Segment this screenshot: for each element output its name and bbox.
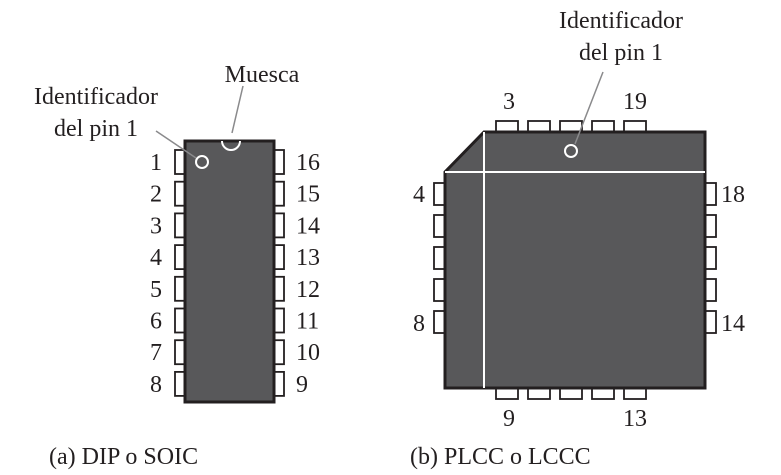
plcc-left-bottom-number: 8 — [413, 311, 425, 337]
plcc-pin-bottom — [591, 387, 615, 400]
dip-pin-number-5: 5 — [150, 277, 162, 303]
dip-pin-number-3: 3 — [150, 213, 162, 239]
plcc-pin-right — [704, 182, 717, 206]
dip-pin-number-4: 4 — [150, 245, 162, 271]
plcc-pin1-label-line2: del pin 1 — [579, 40, 663, 66]
plcc-left-top-number: 4 — [413, 182, 425, 208]
dip-pin-number-16: 16 — [296, 150, 320, 176]
plcc-pin-right — [704, 246, 717, 270]
dip-pin-number-12: 12 — [296, 277, 320, 303]
dip-pin-number-13: 13 — [296, 245, 320, 271]
plcc-pin1-label-line1: Identificador — [559, 8, 683, 34]
plcc-pin-bottom — [559, 387, 583, 400]
plcc-body — [443, 130, 707, 390]
dip-pin-number-10: 10 — [296, 340, 320, 366]
dip-pin-number-9: 9 — [296, 372, 308, 398]
dip-pin1-label-line1: Identificador — [34, 84, 158, 110]
plcc-bottom-left-number: 9 — [503, 406, 515, 432]
plcc-right-bottom-number: 14 — [721, 311, 745, 337]
dip-notch-label: Muesca — [225, 62, 300, 88]
dip-pin-number-6: 6 — [150, 309, 162, 335]
plcc-pin-top — [591, 120, 615, 133]
plcc-pin1-dot — [564, 144, 578, 158]
dip-pin-number-15: 15 — [296, 182, 320, 208]
dip-right-pins: 16 15 14 13 12 11 10 9 — [273, 149, 320, 398]
plcc-pin-right — [704, 278, 717, 302]
plcc-pin-top — [495, 120, 519, 133]
plcc-pin-top — [559, 120, 583, 133]
plcc-pin-left — [433, 246, 446, 270]
plcc-top-right-number: 19 — [623, 89, 647, 115]
plcc-bottom-right-number: 13 — [623, 406, 647, 432]
plcc-pin-bottom — [623, 387, 647, 400]
dip-pin-number-8: 8 — [150, 372, 162, 398]
plcc-pin-left — [433, 182, 446, 206]
dip-pin-number-2: 2 — [150, 182, 162, 208]
plcc-pin1-leader — [574, 71, 604, 145]
plcc-pin-bottom — [527, 387, 551, 400]
plcc-pin-left — [433, 214, 446, 238]
plcc-pin-bottom — [495, 387, 519, 400]
dip-pin1-dot — [195, 155, 209, 169]
dip-body — [183, 139, 276, 404]
dip-pin-number-14: 14 — [296, 213, 320, 239]
dip-pin-number-7: 7 — [150, 340, 162, 366]
plcc-top-left-number: 3 — [503, 89, 515, 115]
plcc-pin-right — [704, 214, 717, 238]
dip-pin1-label-line2: del pin 1 — [54, 116, 138, 142]
plcc-pin-right — [704, 310, 717, 334]
dip-left-pins: 1 2 3 4 5 6 7 8 — [150, 149, 186, 398]
plcc-pin-left — [433, 278, 446, 302]
dip-pin-number-1: 1 — [150, 150, 162, 176]
dip-pin-number-11: 11 — [296, 309, 319, 335]
dip-notch-leader — [231, 85, 244, 134]
plcc-right-pins — [704, 182, 717, 334]
plcc-right-top-number: 18 — [721, 182, 745, 208]
plcc-caption: (b) PLCC o LCCC — [410, 444, 591, 470]
plcc-left-pins — [433, 182, 446, 334]
dip-pin1-leader — [155, 130, 197, 159]
plcc-pin-left — [433, 310, 446, 334]
plcc-top-pins — [495, 120, 647, 133]
plcc-pin-top — [623, 120, 647, 133]
plcc-bottom-pins — [495, 387, 647, 400]
dip-notch — [221, 140, 241, 151]
dip-caption: (a) DIP o SOIC — [49, 444, 198, 470]
plcc-pin-top — [527, 120, 551, 133]
plcc-package: Identificador del pin 1 3 19 4 8 18 14 9… — [410, 8, 745, 470]
